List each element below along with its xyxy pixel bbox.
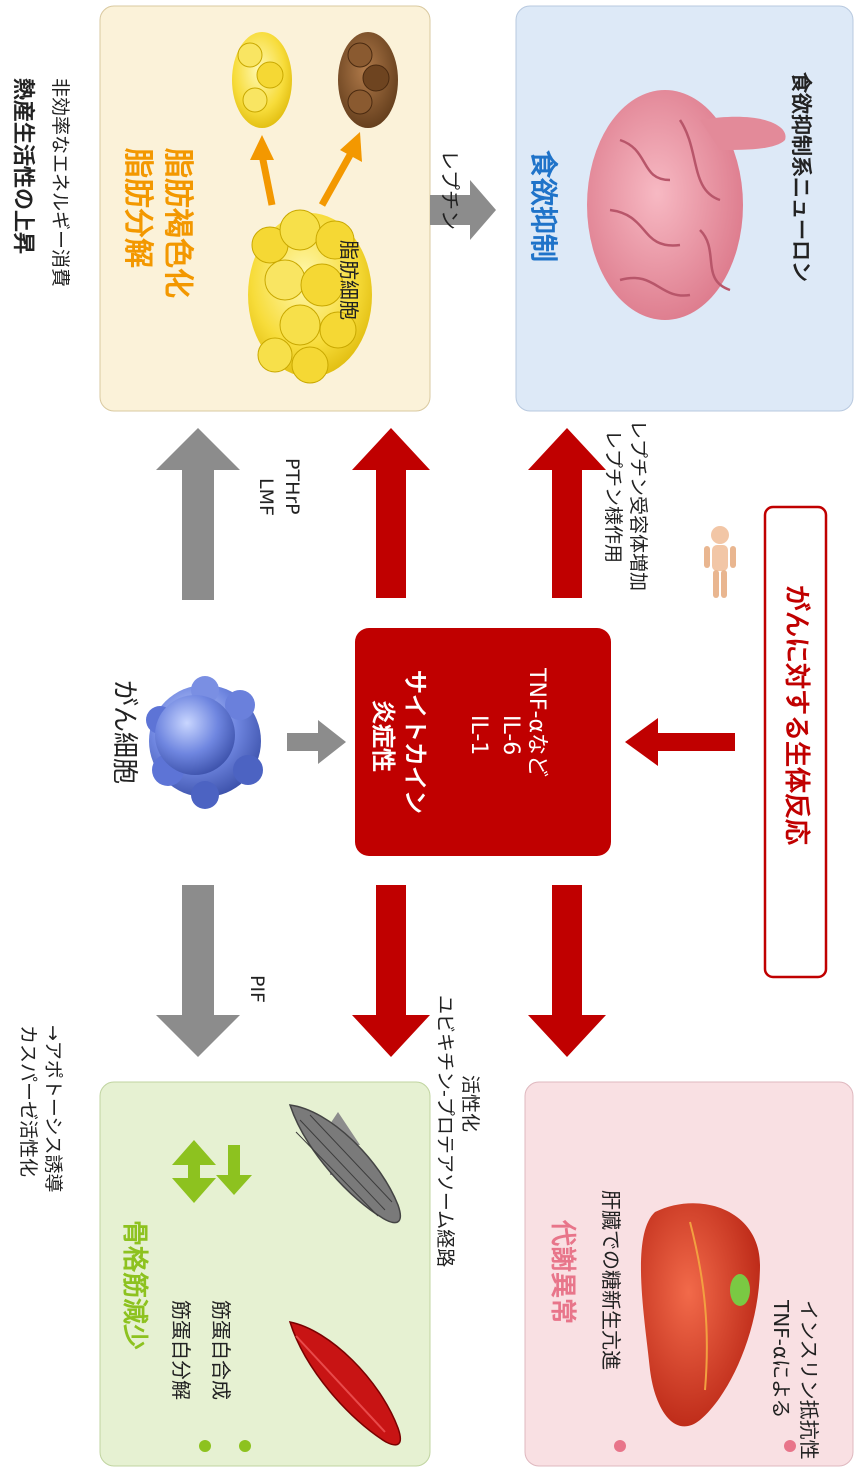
- pif-label: PIF: [246, 975, 268, 1003]
- arrow-cancer-to-cytokine: [287, 720, 346, 764]
- muscle-gray-icon: [288, 1104, 402, 1224]
- yellow-fat-icon: [232, 32, 292, 128]
- leptin-label: レプチン: [438, 150, 462, 230]
- muscle-bullet2: 筋蛋白合成: [209, 1300, 233, 1400]
- fat-cell-label: 脂肪細胞: [337, 240, 361, 320]
- fat-title-line2: 脂肪褐色化: [160, 148, 195, 298]
- appetite-leptin-line1: レプチン様作用: [602, 430, 624, 564]
- muscle-bullet2-dot: [239, 1440, 251, 1452]
- muscle-title: 骨格筋減少: [119, 1220, 149, 1351]
- arrow-host-to-cytokine: [625, 718, 735, 766]
- arrow-red-down-1: [352, 885, 430, 1057]
- ubiquitin-line2: 活性化: [459, 1075, 481, 1133]
- muscle-annotation-line2: →アポトーシス誘導: [42, 1025, 64, 1193]
- arrow-red-down-2: [528, 885, 606, 1057]
- muscle-red-icon: [288, 1321, 402, 1446]
- fat-cluster-icon: [248, 209, 372, 384]
- orange-arrows: [250, 132, 362, 207]
- appetite-neuron-label: 食欲抑制系ニューロン: [789, 72, 813, 282]
- cytokine-title-line1: 炎症性: [369, 700, 397, 772]
- fat-subheading: 非効率なエネルギー消費: [49, 78, 71, 288]
- metabolic-title: 代謝異常: [547, 1220, 577, 1325]
- arrow-to-fat: [156, 428, 240, 600]
- liver-icon: [640, 1203, 760, 1427]
- cytokine-item2: IL-6: [498, 715, 523, 756]
- metabolic-bullet2-line2: インスリン抵抗性: [797, 1300, 821, 1460]
- cytokine-box: [355, 628, 611, 856]
- brain-icon: [587, 90, 786, 320]
- metabolic-bullet2-line1: TNF-αによる: [769, 1300, 793, 1419]
- arrow-to-muscle: [156, 885, 240, 1057]
- metabolic-bullet1-dot: [614, 1440, 626, 1452]
- muscle-bullet1-dot: [199, 1440, 211, 1452]
- muscle-bullet1: 筋蛋白分解: [169, 1300, 193, 1400]
- muscle-annotation-line1: カスパーゼ活性化: [17, 1025, 39, 1178]
- fat-heading: 熱産生活性の上昇: [10, 78, 35, 255]
- cytokine-title-line2: サイトカイン: [401, 670, 429, 814]
- cytokine-item1: IL-1: [466, 715, 491, 756]
- arrow-red-up-1: [352, 428, 430, 598]
- cancer-cell-label: がん細胞: [109, 680, 139, 785]
- cytokine-item3: TNF-αなど: [524, 668, 549, 777]
- arrow-red-up-2: [528, 428, 606, 598]
- fat-title-line1: 脂肪分解: [120, 148, 155, 268]
- metabolic-bullet1: 肝臓での糖新生亢進: [599, 1190, 623, 1370]
- appetite-title: 食欲抑制: [527, 150, 560, 263]
- host-response-box: [763, 505, 828, 979]
- mediator-lmf: LMF: [255, 478, 277, 516]
- arrow-leptin: [430, 180, 496, 240]
- ubiquitin-line1: ユビキチン-プロテアソーム経路: [434, 995, 456, 1268]
- human-figure-icon: [704, 526, 736, 598]
- appetite-leptin-line2: レプチン受容体増加: [627, 420, 649, 592]
- tumor-cell-icon: [146, 676, 263, 809]
- green-updown-arrows: [172, 1140, 252, 1203]
- brown-fat-icon: [338, 32, 398, 128]
- metabolic-bullet2-dot: [784, 1440, 796, 1452]
- host-response-label: がんに対する生体反応: [781, 585, 811, 846]
- mediator-pthrp: PTHrP: [281, 458, 303, 515]
